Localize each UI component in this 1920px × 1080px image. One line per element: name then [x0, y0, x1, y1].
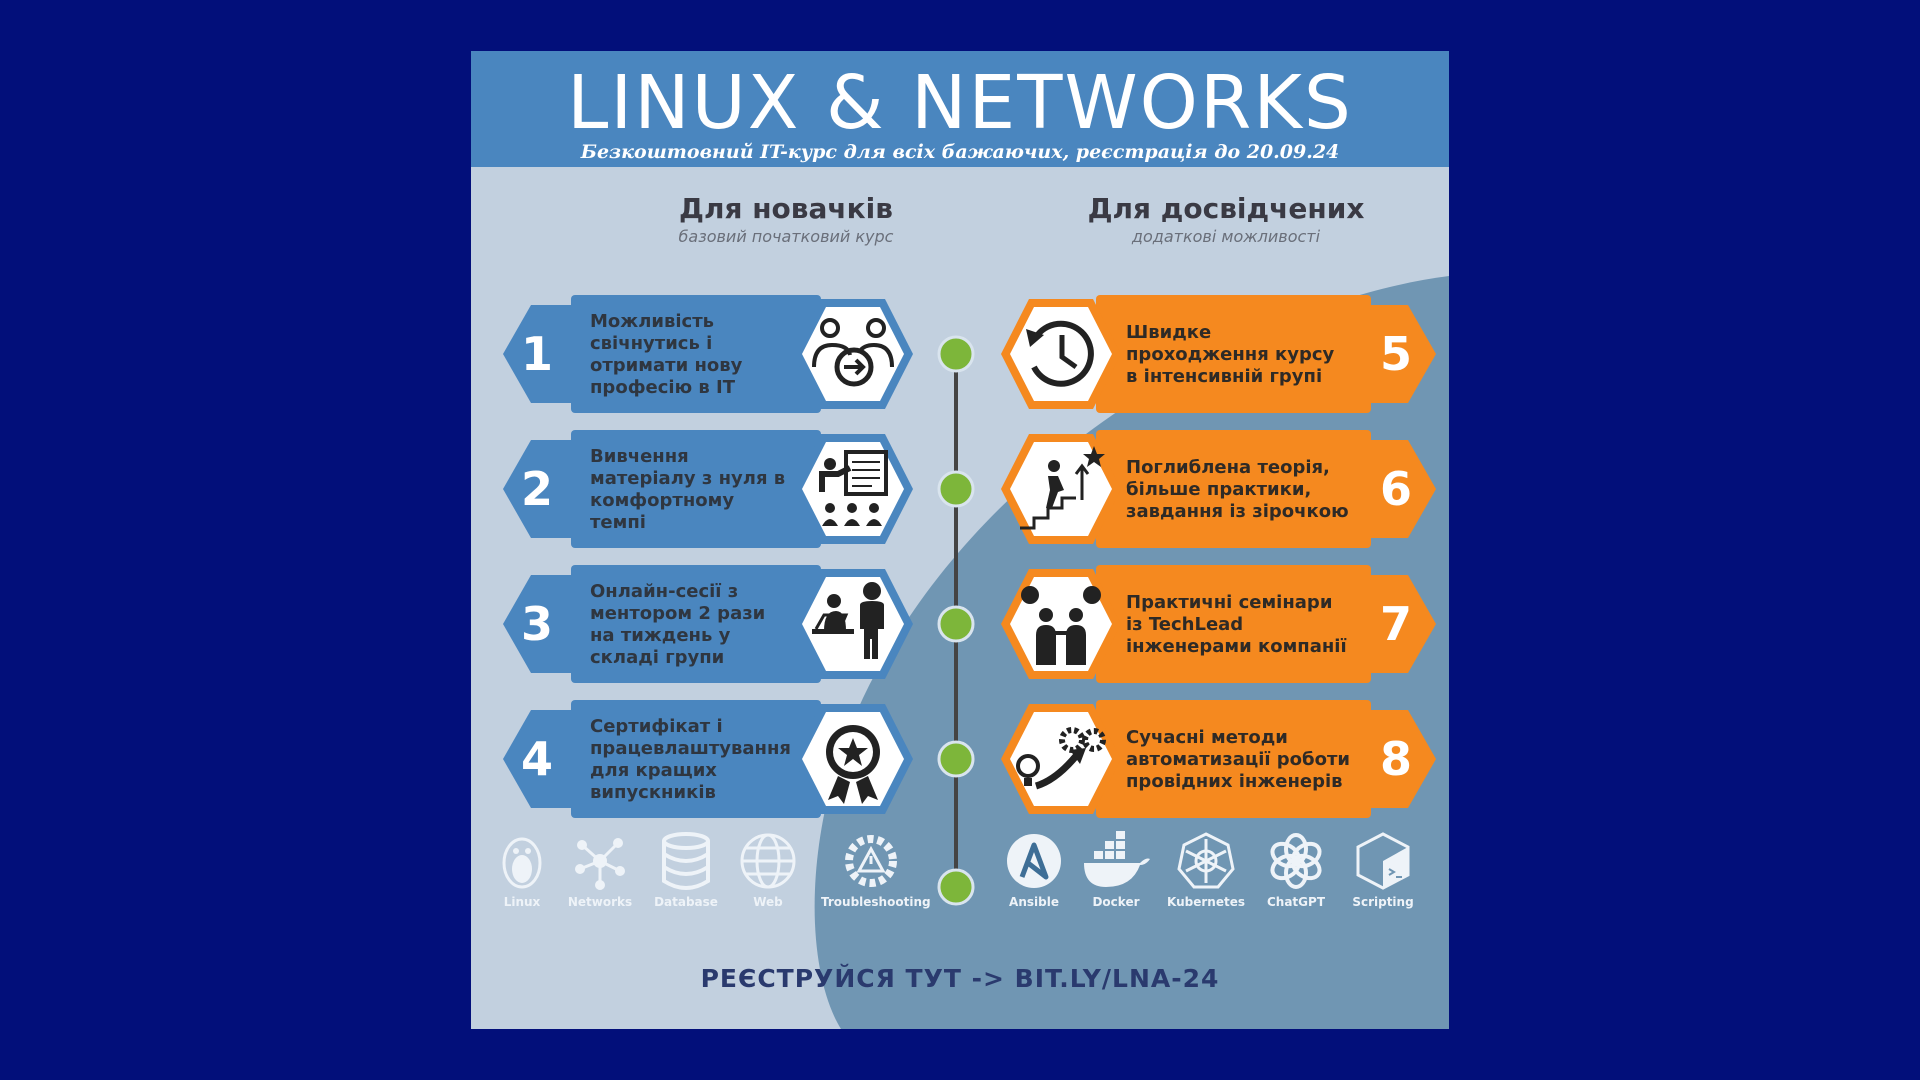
timeline: [937, 335, 975, 906]
award-badge-icon: [793, 704, 913, 814]
poster-title: LINUX & NETWORKS: [567, 60, 1353, 146]
tool-label: Networks: [567, 895, 633, 909]
ansible-icon: [1007, 834, 1061, 888]
tool-label: Scripting: [1352, 895, 1414, 909]
tool-linux: Linux: [477, 831, 567, 909]
tool-web: Web: [723, 831, 813, 909]
registration-link[interactable]: РЕЄСТРУЙСЯ ТУТ -> BIT.LY/LNA-24: [700, 964, 1220, 993]
tool-label: Kubernetes: [1167, 895, 1245, 909]
discussion-icon: [1001, 569, 1121, 679]
benefit-number: 2: [520, 462, 553, 516]
network-icon: [575, 838, 625, 890]
benefit-text: Можливість свічнутись і отримати нову пр…: [590, 311, 743, 398]
beginner-benefit-card: 4 Сертифікат і працевлаштування для кращ…: [483, 700, 943, 818]
tool-label: Web: [753, 895, 783, 909]
benefit-text: Сучасні методи автоматизації роботи пров…: [1126, 727, 1351, 792]
people-switch-icon: [793, 299, 913, 409]
tool-kubernetes: Kubernetes: [1161, 831, 1251, 909]
tool-chatgpt: ChatGPT: [1251, 831, 1341, 909]
benefit-number: 7: [1379, 597, 1412, 651]
globe-icon: [740, 833, 796, 889]
benefit-number: 1: [520, 327, 553, 381]
benefit-number: 3: [520, 597, 553, 651]
tool-networks: Networks: [555, 831, 645, 909]
advanced-benefit-card: 7 Практичні семінари із TechLead інженер…: [996, 565, 1449, 683]
warning-gear-icon: [845, 835, 897, 887]
timeline-dot: [937, 868, 975, 906]
advanced-benefit-card: 5 Швидке проходження курсу в інтенсивній…: [996, 295, 1449, 413]
mentor-session-icon: [793, 569, 913, 679]
header-banner: [471, 51, 1449, 167]
tool-scripting: Scripting: [1338, 831, 1428, 909]
tool-label: ChatGPT: [1266, 895, 1325, 909]
poster-subtitle: Безкоштовний IT-курс для всіх бажаючих, …: [580, 141, 1340, 163]
database-icon: [662, 832, 710, 890]
tool-label: Ansible: [1009, 895, 1059, 909]
tool-database: Database: [641, 831, 731, 909]
tool-label: Troubleshooting: [821, 895, 931, 909]
kubernetes-icon: [1177, 832, 1235, 889]
beginner-benefit-card: 2 Вивчення матеріалу з нуля в комфортном…: [483, 430, 943, 548]
beginners-heading: Для новачків: [679, 192, 893, 225]
advanced-benefit-card: 8 Сучасні методи автоматизації роботи пр…: [996, 700, 1449, 818]
stairs-star-icon: [1001, 434, 1121, 544]
benefit-text: Швидке проходження курсу в інтенсивній г…: [1126, 322, 1335, 387]
docker-icon: [1084, 831, 1150, 887]
benefit-text: Онлайн-сесії з ментором 2 рази на тижден…: [590, 581, 766, 668]
tool-docker: Docker: [1071, 831, 1161, 909]
beginner-benefit-card: 1 Можливість свічнутись і отримати нову …: [483, 295, 943, 413]
benefit-text: Вивчення матеріалу з нуля в комфортному …: [590, 446, 786, 533]
benefit-number: 8: [1379, 732, 1412, 786]
tool-label: Docker: [1092, 895, 1140, 909]
benefit-number: 6: [1379, 462, 1412, 516]
tool-label: Database: [654, 895, 718, 909]
presentation-icon: [793, 434, 913, 544]
penguin-icon: [502, 837, 542, 889]
tool-label: Linux: [503, 895, 541, 909]
beginners-subheading: базовий початковий курс: [678, 227, 894, 246]
benefit-number: 4: [520, 732, 553, 786]
terminal-cube-icon: [1356, 832, 1410, 890]
timeline-dot: [937, 335, 975, 373]
benefit-number: 5: [1379, 327, 1412, 381]
history-clock-icon: [1001, 299, 1121, 409]
benefit-text: Сертифікат і працевлаштування для кращих…: [590, 716, 791, 803]
advanced-heading: Для досвідчених: [1087, 192, 1365, 225]
tool-ansible: Ansible: [989, 831, 1079, 909]
beginner-benefit-card: 3 Онлайн-сесії з ментором 2 рази на тижд…: [483, 565, 943, 683]
advanced-benefit-card: 6 Поглиблена теорія, більше практики, за…: [996, 430, 1449, 548]
poster: LINUX & NETWORKS Безкоштовний IT-курс дл…: [471, 51, 1449, 1029]
timeline-dot: [937, 605, 975, 643]
advanced-subheading: додаткові можливості: [1131, 227, 1321, 246]
timeline-dot: [937, 470, 975, 508]
chatgpt-icon: [1270, 833, 1322, 889]
advanced-column-heading: Для досвідчених додаткові можливості: [1026, 191, 1426, 246]
timeline-dot: [937, 740, 975, 778]
tool-troubleshooting: Troubleshooting: [821, 831, 931, 909]
benefit-text: Практичні семінари із TechLead інженерам…: [1126, 592, 1347, 657]
gears-automation-icon: [1001, 704, 1121, 814]
beginners-column-heading: Для новачків базовий початковий курс: [586, 191, 986, 246]
benefit-text: Поглиблена теорія, більше практики, завд…: [1126, 457, 1349, 522]
